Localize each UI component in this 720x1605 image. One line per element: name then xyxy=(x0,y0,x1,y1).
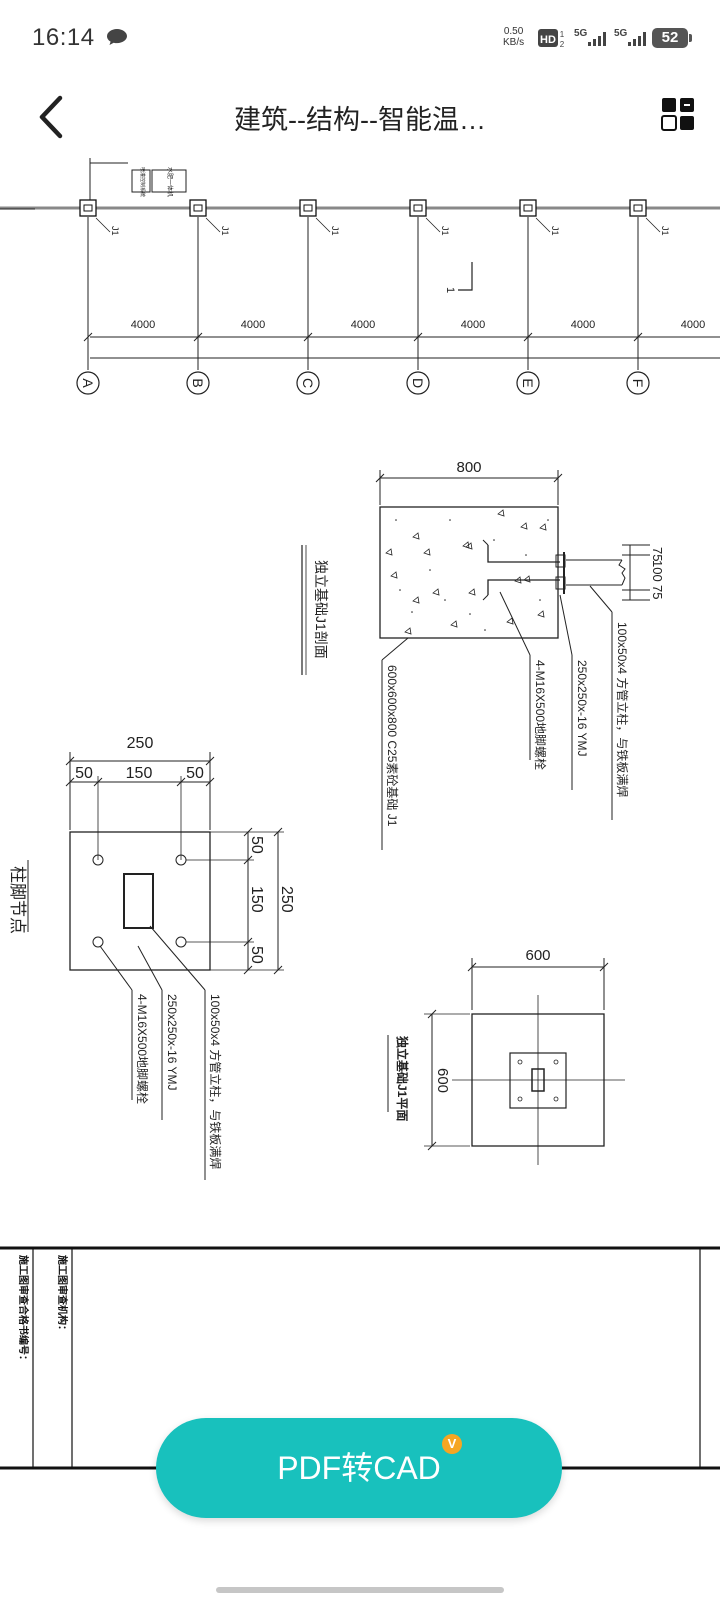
clock: 16:14 xyxy=(32,24,95,51)
svg-text:1: 1 xyxy=(444,287,456,293)
svg-text:50: 50 xyxy=(186,765,204,782)
column-tag: J1 xyxy=(550,226,560,236)
svg-text:250: 250 xyxy=(278,886,295,913)
network-rate: 0.50 KB/s xyxy=(503,26,525,48)
axis-label-B: B xyxy=(190,378,206,387)
section-view xyxy=(301,470,650,850)
signal-5g-icon-2: 5G xyxy=(614,28,646,46)
svg-text:250x250x-16 YMJ: 250x250x-16 YMJ xyxy=(575,660,589,757)
svg-text:250: 250 xyxy=(127,735,154,752)
svg-text:施工图审查合格书编号：: 施工图审查合格书编号： xyxy=(17,1255,30,1365)
svg-text:50: 50 xyxy=(248,946,265,964)
axis-label-D: D xyxy=(410,378,426,388)
column-tag: J1 xyxy=(110,226,120,236)
axis-label-F: F xyxy=(630,379,646,388)
span-dimension-5: 4000 xyxy=(571,319,595,331)
svg-text:150: 150 xyxy=(248,886,265,913)
span-dimension-6: 4000 xyxy=(681,319,705,331)
svg-text:4-M16X500地脚螺栓: 4-M16X500地脚螺栓 xyxy=(135,994,150,1104)
hd-voice-icon: HD 1 2 xyxy=(538,29,565,48)
grid-plan: 水肥一体机 喷灌控制系统 xyxy=(0,158,720,210)
svg-text:100: 100 xyxy=(650,560,665,582)
status-bar: 16:14 0.50 KB/s HD 1 2 5G 5G 52 xyxy=(0,0,720,78)
svg-text:100x50x4 方管立柱，与铁板满焊: 100x50x4 方管立柱，与铁板满焊 xyxy=(615,622,630,797)
svg-text:75: 75 xyxy=(650,547,665,561)
svg-text:800: 800 xyxy=(456,459,481,476)
column-tag: J1 xyxy=(330,226,340,236)
span-dimension-2: 4000 xyxy=(241,319,265,331)
svg-text:600: 600 xyxy=(434,1068,451,1093)
title-block-text: 施工图审查机构： 施工图审查合格书编号： xyxy=(17,1255,69,1365)
section-view-text: 800 独立基础J1剖面 75 100 75 100x50x4 方管立柱，与铁板… xyxy=(313,459,665,827)
plan-view xyxy=(387,958,625,1165)
home-indicator[interactable] xyxy=(216,1587,504,1593)
axis-label-A: A xyxy=(80,378,96,388)
svg-text:4-M16X500地脚螺栓: 4-M16X500地脚螺栓 xyxy=(533,660,548,770)
svg-text:50: 50 xyxy=(75,765,93,782)
svg-text:1: 1 xyxy=(560,30,565,39)
chat-bubble-icon xyxy=(107,29,127,45)
axis-column-D: J1D xyxy=(406,199,450,395)
svg-text:75: 75 xyxy=(650,585,665,599)
axis-column-B: J1B xyxy=(186,199,230,395)
svg-text:50: 50 xyxy=(248,836,265,854)
rotate-screen-icon[interactable] xyxy=(660,96,696,132)
axis-label-E: E xyxy=(520,378,536,387)
base-plate-text: 250 50 150 50 50 150 50 250 柱脚节点 100x50x… xyxy=(8,735,295,1169)
base-plate-detail xyxy=(27,752,284,1180)
svg-text:600x600x800 C25素砼基础 J1: 600x600x800 C25素砼基础 J1 xyxy=(385,665,399,827)
vip-badge: V xyxy=(442,1434,462,1454)
plan-view-text: 600 600 独立基础J1平面 xyxy=(395,947,551,1121)
column-tag: J1 xyxy=(220,226,230,236)
span-dimension xyxy=(90,336,720,359)
column-tag: J1 xyxy=(440,226,450,236)
signal-5g-icon-1: 5G xyxy=(574,28,606,46)
span-labels: 4000 4000 4000 4000 4000 4000 xyxy=(131,319,705,331)
span-dimension-3: 4000 xyxy=(351,319,375,331)
svg-text:2: 2 xyxy=(560,40,565,48)
axis-column-E: J1E xyxy=(516,199,560,395)
document-title: 建筑--结构--智能温… xyxy=(234,105,486,135)
axis-column-A: J1A xyxy=(76,199,120,395)
svg-text:施工图审查机构：: 施工图审查机构： xyxy=(56,1255,69,1335)
column-tag: J1 xyxy=(660,226,670,236)
span-dimension-4: 4000 xyxy=(461,319,485,331)
span-dimension-1: 4000 xyxy=(131,319,155,331)
svg-text:100x50x4 方管立柱，与铁板满焊: 100x50x4 方管立柱，与铁板满焊 xyxy=(208,994,223,1169)
axis-label-C: C xyxy=(300,378,316,388)
svg-text:水肥一体机: 水肥一体机 xyxy=(166,167,174,197)
svg-text:HD: HD xyxy=(540,34,556,46)
axis-column-F: J1F xyxy=(626,199,670,395)
section-marker: 1 xyxy=(444,262,473,293)
back-arrow-icon[interactable] xyxy=(32,92,72,142)
pdf-to-cad-label: PDF转CAD xyxy=(277,1450,441,1486)
svg-text:喷灌控制系统: 喷灌控制系统 xyxy=(139,167,146,197)
axis-column-C: J1C xyxy=(296,199,340,395)
svg-text:150: 150 xyxy=(126,765,153,782)
svg-text:600: 600 xyxy=(525,947,550,964)
svg-text:250x250x-16 YMJ: 250x250x-16 YMJ xyxy=(165,994,179,1091)
battery-indicator: 52 xyxy=(652,28,692,48)
svg-text:独立基础J1剖面: 独立基础J1剖面 xyxy=(313,560,329,659)
pdf-to-cad-button[interactable]: PDF转CAD V xyxy=(156,1418,562,1518)
app-header: 建筑--结构--智能温… xyxy=(0,78,720,158)
svg-text:5G: 5G xyxy=(614,28,628,39)
svg-text:独立基础J1平面: 独立基础J1平面 xyxy=(395,1035,410,1121)
svg-text:柱脚节点: 柱脚节点 xyxy=(8,866,27,934)
svg-text:5G: 5G xyxy=(574,28,588,39)
